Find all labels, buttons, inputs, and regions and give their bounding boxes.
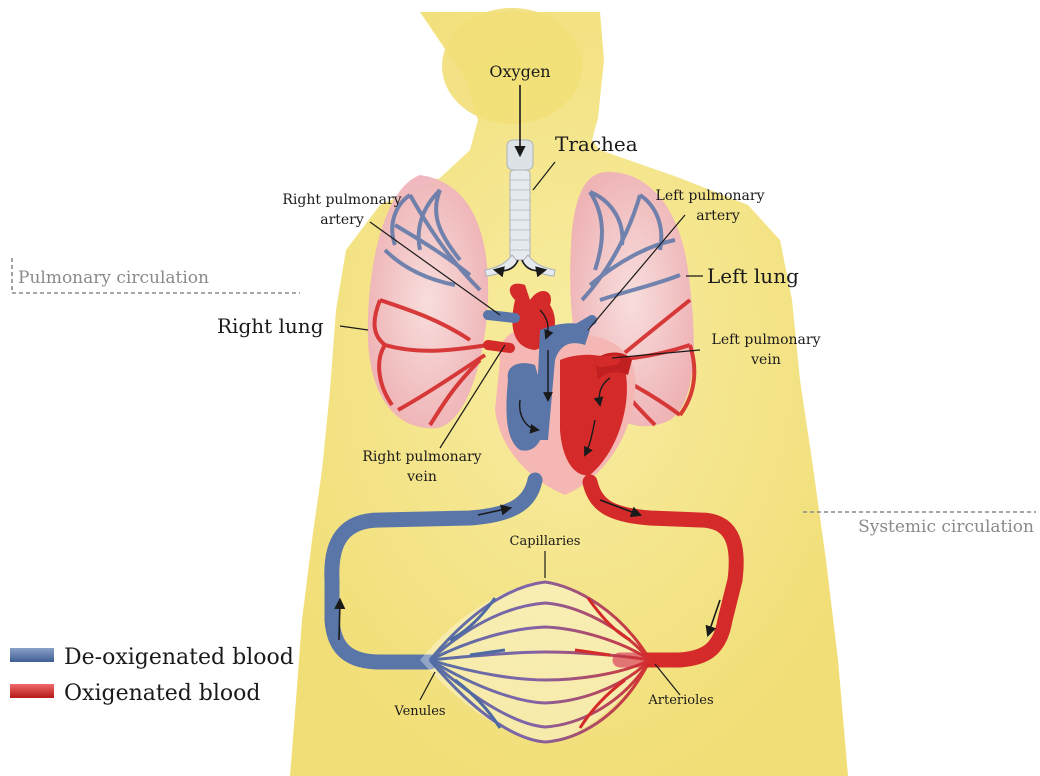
right-lung-label: Right lung bbox=[217, 314, 324, 338]
trachea-label: Trachea bbox=[555, 132, 638, 156]
right-pulmonary-artery-label-line1: Right pulmonary bbox=[282, 192, 401, 208]
arterioles-label: Arterioles bbox=[647, 693, 713, 708]
systemic-circulation-label: Systemic circulation bbox=[858, 517, 1034, 537]
legend-item-deoxygenated: De-oxigenated blood bbox=[10, 645, 294, 670]
venules-label: Venules bbox=[393, 704, 445, 719]
oxygen-label: Oxygen bbox=[489, 62, 550, 81]
right-pulmonary-artery-label-line2: artery bbox=[320, 212, 364, 228]
capillaries-label: Capillaries bbox=[510, 534, 581, 549]
legend-item-oxygenated: Oxigenated blood bbox=[10, 681, 261, 706]
legend: De-oxigenated blood Oxigenated blood bbox=[10, 645, 294, 706]
pulmonary-circulation-marker: Pulmonary circulation bbox=[12, 258, 300, 293]
left-pulmonary-artery-label-line1: Left pulmonary bbox=[656, 188, 765, 204]
right-pulmonary-vein-label-line1: Right pulmonary bbox=[362, 449, 481, 465]
legend-label-deoxygenated: De-oxigenated blood bbox=[64, 645, 294, 670]
legend-swatch-deoxygenated bbox=[10, 648, 54, 662]
left-pulmonary-vein-label-line2: vein bbox=[750, 352, 781, 368]
right-pulmonary-vein-label-line2: vein bbox=[406, 469, 437, 485]
left-lung-label: Left lung bbox=[707, 264, 799, 288]
systemic-circulation-marker: Systemic circulation bbox=[803, 512, 1036, 537]
left-pulmonary-vein-label-line1: Left pulmonary bbox=[712, 332, 821, 348]
legend-label-oxygenated: Oxigenated blood bbox=[64, 681, 261, 706]
legend-swatch-oxygenated bbox=[10, 684, 54, 698]
left-pulmonary-artery-label-line2: artery bbox=[696, 208, 740, 224]
pulmonary-circulation-label: Pulmonary circulation bbox=[18, 268, 209, 288]
